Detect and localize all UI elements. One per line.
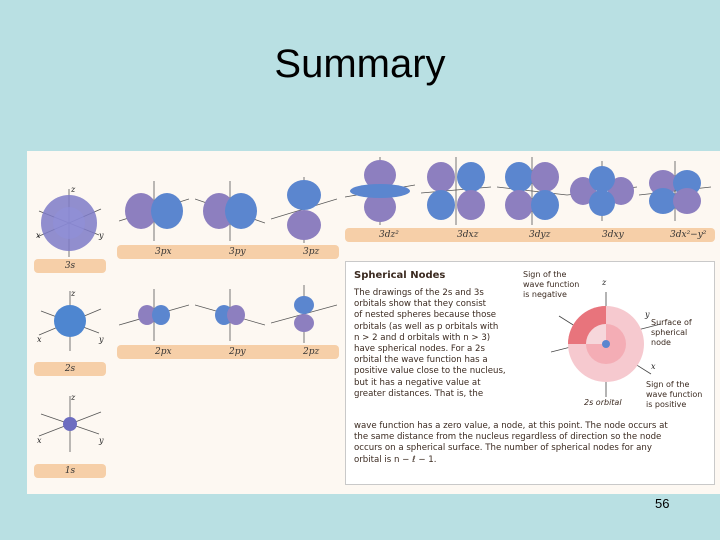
surface-node-annotation: Surface of spherical node <box>651 318 692 348</box>
2pz-orbital-icon <box>271 285 337 343</box>
annotation-line: Surface of <box>651 318 692 327</box>
spherical-nodes-box: Spherical Nodes The drawings of the 2s a… <box>345 261 715 485</box>
3dxz-orbital-icon <box>421 157 491 225</box>
annotation-line: Sign of the <box>523 270 567 279</box>
3dxz-label: 3dxz <box>457 230 479 240</box>
3px-orbital-icon <box>119 181 189 241</box>
3dyz-label: 3dyz <box>529 230 551 240</box>
annotation-line: wave function <box>646 390 703 399</box>
sign-negative-annotation: Sign of the wave function is negative <box>523 270 579 300</box>
3py-orbital-icon <box>195 181 265 241</box>
3s-label: 3s <box>34 259 106 273</box>
body-line: wave function has a zero value, a node, … <box>354 421 668 431</box>
3pz-orbital-icon <box>271 177 337 243</box>
body-line: n > 2 and d orbitals with n > 3) <box>354 332 491 343</box>
sign-positive-annotation: Sign of the wave function is positive <box>646 380 702 410</box>
body-line: orbitals show that they consist <box>354 299 487 310</box>
2pz-label: 2pz <box>303 347 320 357</box>
body-line: greater distances. That is, the <box>354 388 484 399</box>
2s-orbital-caption: 2s orbital <box>584 398 622 407</box>
2px-label: 2px <box>155 347 172 357</box>
3s-orbital-icon <box>36 189 102 257</box>
annotation-line: wave function <box>523 280 580 289</box>
page-number: 56 <box>655 496 670 511</box>
body-line: have spherical nodes. For a 2s <box>354 344 486 355</box>
3dx2y2-label: 3dx²−y² <box>670 230 707 240</box>
3dz2-orbital-icon <box>345 157 415 225</box>
annotation-line: is positive <box>646 400 687 409</box>
1s-label: 1s <box>34 464 106 478</box>
body-line: orbital the wave function has a <box>354 355 488 366</box>
3pz-label: 3pz <box>303 247 320 257</box>
3dxy-orbital-icon <box>567 161 637 221</box>
body-line: occurs on a spherical surface. The numbe… <box>354 443 652 454</box>
body-line: of nested spheres because those <box>354 310 497 321</box>
annotation-line: is negative <box>523 290 567 299</box>
3px-label: 3px <box>155 247 172 257</box>
2py-label: 2py <box>229 347 246 357</box>
3dz2-label: 3dz² <box>379 230 399 240</box>
slide-title: Summary <box>274 42 446 86</box>
3p-label-bar: 3px 3py 3pz <box>117 245 339 259</box>
spherical-nodes-body: The drawings of the 2s and 3s orbitals s… <box>354 288 519 400</box>
2px-orbital-icon <box>119 289 189 341</box>
spherical-nodes-tail: wave function has a zero value, a node, … <box>354 421 704 466</box>
1s-orbital-icon <box>38 396 102 452</box>
3dx2y2-orbital-icon <box>639 161 711 221</box>
2s-orbital-icon <box>38 291 102 351</box>
body-line: positive value close to the nucleus, <box>354 366 506 377</box>
3dxy-label: 3dxy <box>602 230 624 240</box>
3dyz-orbital-icon <box>497 157 567 225</box>
body-line: but it has a negative value at <box>354 377 481 388</box>
2s-label: 2s <box>34 362 106 376</box>
3py-label: 3py <box>229 247 246 257</box>
annotation-line: spherical <box>651 328 688 337</box>
body-line: the same distance from the nucleus regar… <box>354 432 662 443</box>
body-line: orbitals (as well as p orbitals with <box>354 321 499 332</box>
spherical-nodes-title: Spherical Nodes <box>354 270 446 281</box>
annotation-line: Sign of the <box>646 380 690 389</box>
body-line: orbital is n − ℓ − 1. <box>354 454 437 465</box>
2py-orbital-icon <box>195 289 265 341</box>
annotation-line: node <box>651 338 671 347</box>
2s-cutaway-sphere-icon <box>551 292 661 397</box>
body-line: The drawings of the 2s and 3s <box>354 288 484 298</box>
3d-label-bar: 3dz² 3dxz 3dyz 3dxy 3dx²−y² <box>345 228 715 242</box>
2p-label-bar: 2px 2py 2pz <box>117 345 339 359</box>
